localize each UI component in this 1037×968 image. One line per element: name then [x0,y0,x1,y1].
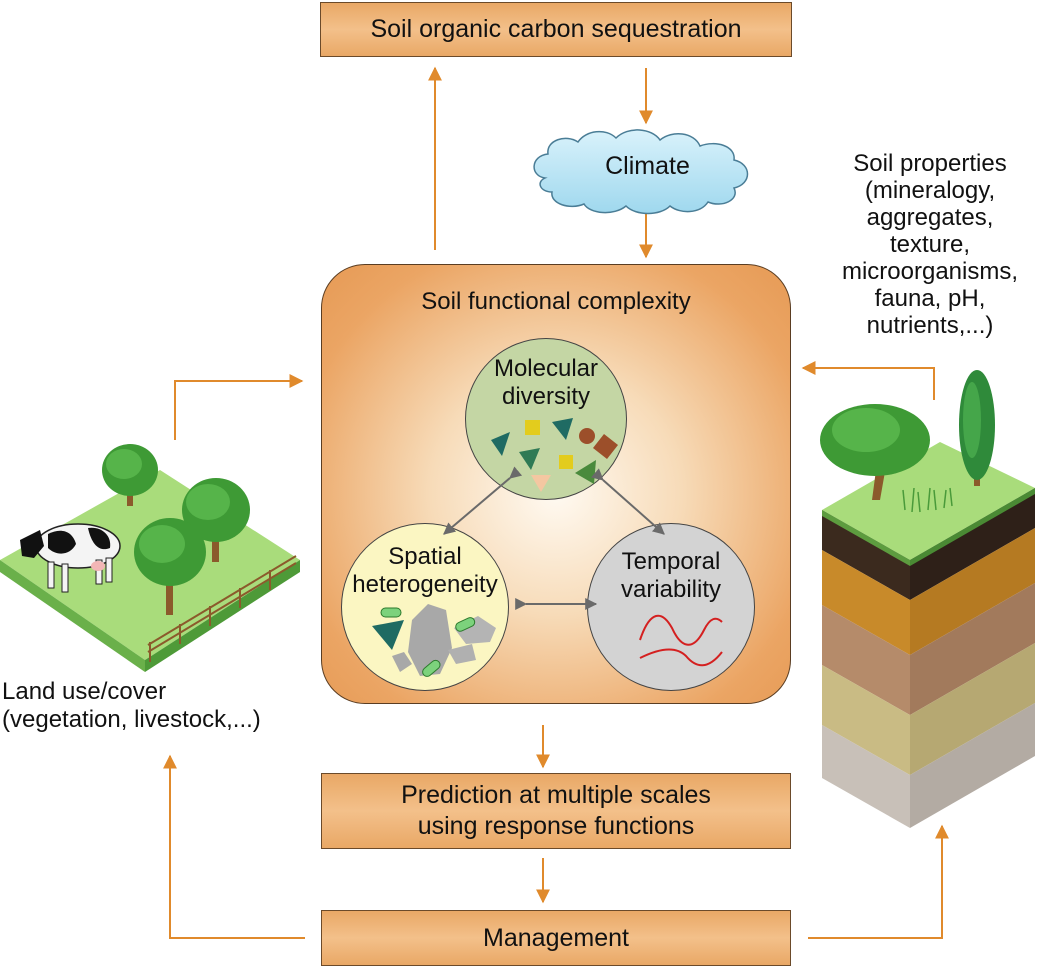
soil-props-line2: (mineralogy, [864,177,996,204]
cypress-icon [959,370,995,486]
temporal-variability-label: Temporal variability [587,548,755,604]
temporal-wave-icon [639,614,723,667]
temporal-line2: variability [620,576,722,603]
arrow-molecular-spatial [443,466,523,535]
climate-label: Climate [605,152,690,180]
soil-props-line1: Soil properties [853,150,1007,177]
molecular-line1: Molecular [493,355,599,382]
arrow-management-to-soil [808,824,949,939]
arrow-soilprops-to-complexity [801,361,935,400]
complexity-title: Soil functional complexity [421,288,691,315]
cow-icon [20,523,121,593]
molecular-line2: diversity [501,383,591,410]
spatial-heterogeneity-label: Spatial heterogeneity [341,543,509,599]
tree-icon [102,444,250,615]
soil-particles-icon [372,604,496,677]
land-use-line2: (vegetation, livestock,...) [2,706,261,733]
tree-icon [820,404,930,500]
management-box: Management [321,910,791,966]
prediction-line1: Prediction at multiple scales [401,781,711,809]
grass-icon [902,487,953,513]
land-use-line1: Land use/cover [2,678,167,705]
soil-props-line6: fauna, pH, [874,285,986,312]
soil-props-line4: texture, [889,231,971,258]
soil-properties-label: Soil properties (mineralogy, aggregates,… [825,150,1035,339]
management-label: Management [483,923,629,952]
soc-sequestration-label: Soil organic carbon sequestration [370,15,742,43]
molecule-shapes-icon [491,418,618,492]
fence-icon [147,555,297,662]
soil-props-line3: aggregates, [866,204,994,231]
soil-props-line5: microorganisms, [841,258,1019,285]
soc-sequestration-box: Soil organic carbon sequestration [320,2,792,57]
land-use-label: Land use/cover (vegetation, livestock,..… [2,678,302,734]
prediction-line2: using response functions [417,812,695,840]
arrow-management-to-landuse [163,754,305,939]
prediction-box: Prediction at multiple scales using resp… [321,773,791,849]
arrow-landuse-to-complexity [174,374,304,440]
spatial-line1: Spatial [388,543,462,570]
spatial-line2: heterogeneity [352,571,498,598]
soil-props-line7: nutrients,...) [866,312,994,339]
molecular-diversity-label: Molecular diversity [465,355,627,411]
temporal-line1: Temporal [621,548,721,575]
arrow-molecular-temporal [590,468,665,535]
temporal-variability-circle [587,523,755,691]
